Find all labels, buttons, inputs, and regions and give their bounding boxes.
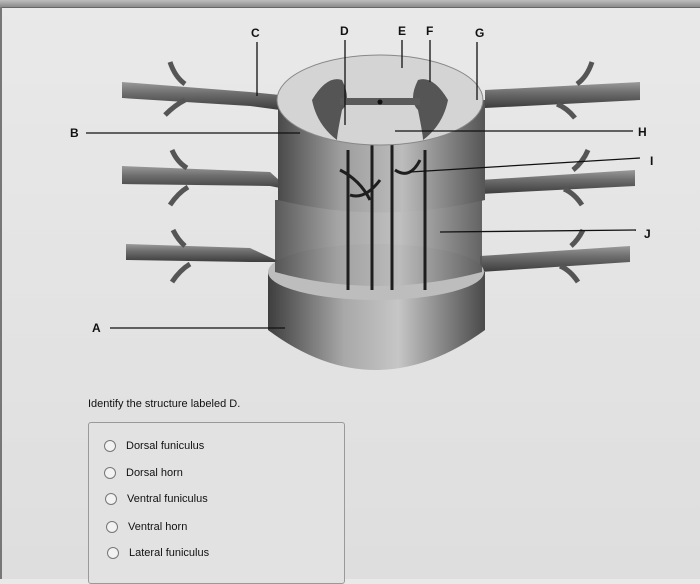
gray-matter-right [413,79,448,140]
spinal-nerves [122,61,640,284]
label-e: E [398,24,406,38]
label-c: C [251,26,260,40]
question-text: Identify the structure labeled D. [88,398,241,410]
window-left-edge [0,7,2,579]
option-label: Dorsal horn [126,467,183,479]
label-j: J [644,227,651,241]
option-label: Dorsal funiculus [126,440,205,452]
spinal-cord-figure: C D E F G B H I J A [70,24,653,370]
option-ventral-funiculus[interactable]: Ventral funiculus [105,493,208,505]
label-b: B [70,126,79,140]
answer-options: Dorsal funiculus Dorsal horn Ventral fun… [88,422,345,584]
option-dorsal-horn[interactable]: Dorsal horn [104,467,183,479]
gray-matter-left [312,79,347,140]
dura-mater [268,272,485,370]
radio-button[interactable] [105,493,117,505]
label-a: A [92,321,101,335]
leader-lines [86,40,641,329]
radio-button[interactable] [106,521,118,533]
option-lateral-funiculus[interactable]: Lateral funiculus [107,547,209,559]
option-dorsal-funiculus[interactable]: Dorsal funiculus [104,440,204,452]
label-f: F [426,24,433,38]
option-label: Ventral horn [128,521,188,533]
blood-vessels [339,145,427,290]
label-i: I [650,154,653,168]
option-ventral-horn[interactable]: Ventral horn [106,521,187,533]
window-top-bar [0,0,700,8]
option-label: Ventral funiculus [127,493,208,505]
radio-button[interactable] [104,440,116,452]
label-h: H [638,125,647,139]
option-label: Lateral funiculus [129,547,210,559]
radio-button[interactable] [107,547,119,559]
label-d: D [340,24,349,38]
label-g: G [475,26,484,40]
radio-button[interactable] [104,467,116,479]
